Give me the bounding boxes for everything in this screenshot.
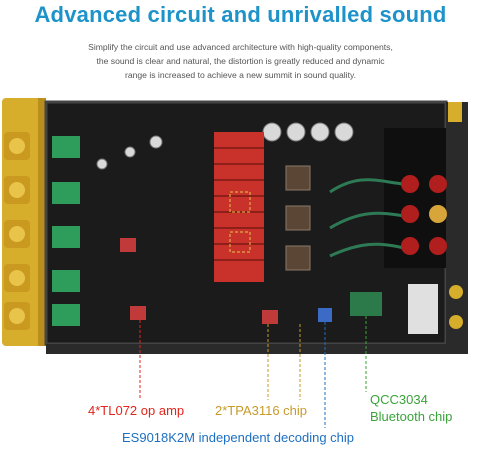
antenna-connector — [448, 102, 462, 122]
description-line: the sound is clear and natural, the dist… — [96, 56, 385, 66]
bluetooth-module — [350, 292, 382, 316]
callout-bluetooth: Bluetooth chip — [370, 409, 453, 424]
heatsink — [214, 132, 264, 282]
speaker-terminals — [401, 175, 447, 255]
rear-panel — [446, 102, 468, 344]
knob-group — [4, 132, 30, 330]
callout-tl072: 4*TL072 op amp — [88, 403, 185, 418]
description-line: range is increased to achieve a new summ… — [124, 70, 357, 80]
callout-qcc3034: QCC3034 — [370, 392, 428, 407]
description-line: Simplify the circuit and use advanced ar… — [88, 42, 393, 52]
callout-es9018: ES9018K2M independent decoding chip — [122, 430, 355, 445]
page-title: Advanced circuit and unrivalled sound — [34, 2, 447, 27]
amplifier-board-photo — [2, 98, 468, 428]
description: Simplify the circuit and use advanced ar… — [40, 40, 441, 82]
callout-tpa3116: 2*TPA3116 chip — [215, 403, 308, 418]
